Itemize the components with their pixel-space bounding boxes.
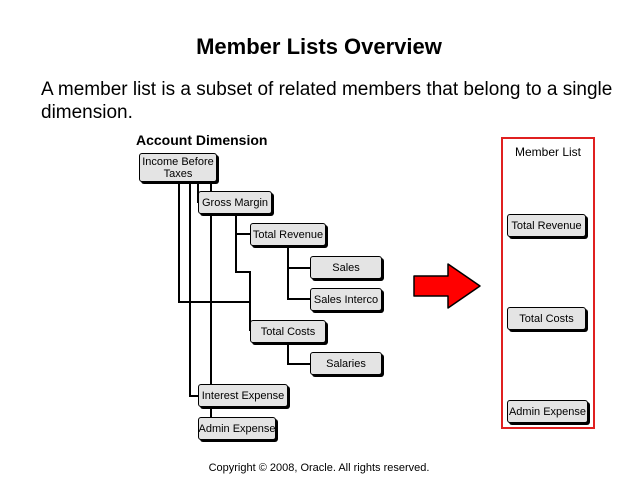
connector-total-costs-salaries (287, 343, 310, 365)
slide-subtitle: A member list is a subset of related mem… (41, 79, 613, 123)
member-list-item: Admin Expense (507, 400, 588, 423)
slide-title: Member Lists Overview (196, 34, 442, 59)
member-list-box: Member List Total Revenue Total Costs Ad… (501, 137, 595, 429)
node-sales-interco: Sales Interco (310, 288, 382, 311)
node-gross-margin: Gross Margin (198, 191, 272, 214)
right-arrow-icon (413, 263, 481, 309)
node-total-costs: Total Costs (250, 320, 326, 343)
connector-income-interest-expense (189, 181, 198, 397)
node-total-revenue: Total Revenue (250, 223, 326, 246)
connector-gross-margin-total-costs (235, 234, 251, 331)
node-interest-expense: Interest Expense (198, 384, 288, 407)
member-list-title: Member List (514, 145, 582, 159)
copyright-notice: Copyright © 2008, Oracle. All rights res… (208, 462, 430, 474)
connector-total-revenue-sales (287, 246, 310, 269)
node-income-before-taxes: Income Before Taxes (139, 153, 217, 182)
connector-income-total-costs (178, 181, 250, 303)
connector-gross-margin-total-revenue (235, 212, 250, 235)
member-list-item: Total Revenue (507, 214, 586, 237)
connector-total-revenue-sales-interco (287, 246, 310, 300)
node-salaries: Salaries (310, 352, 382, 375)
account-dimension-label: Account Dimension (136, 132, 268, 148)
node-sales: Sales (310, 256, 382, 279)
node-admin-expense: Admin Expense (198, 417, 276, 440)
member-list-item: Total Costs (507, 307, 586, 330)
